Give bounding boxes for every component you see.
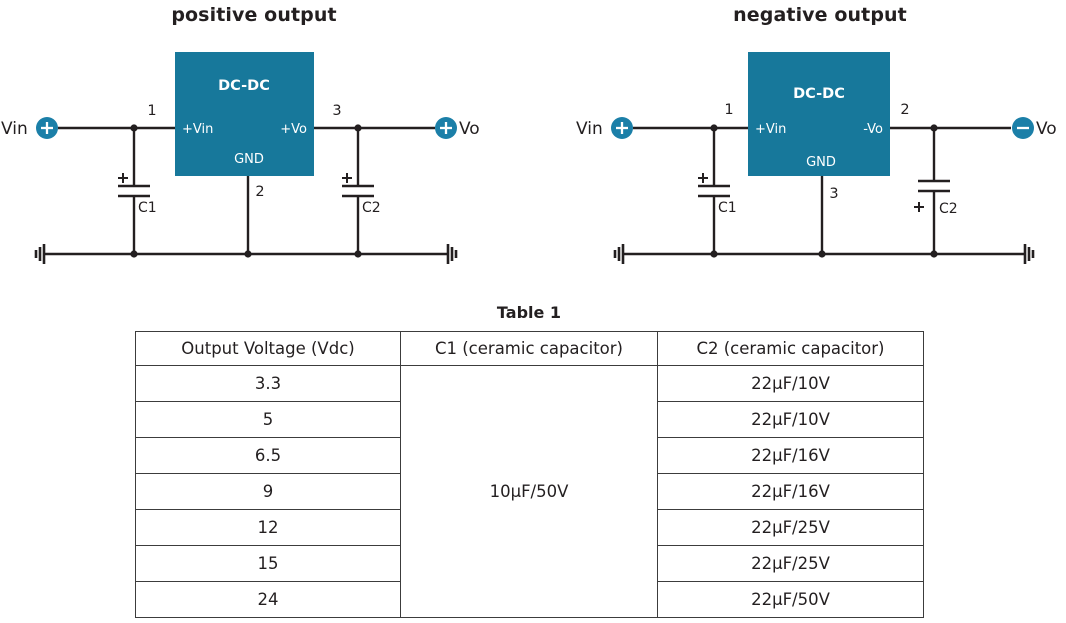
junction-gnd-c2 [930,250,938,258]
c2-label: C2 [362,200,381,216]
pin-label-vo: -Vo [863,122,883,137]
cell-c2-value: 22µF/10V [657,365,924,402]
table-title: Table 1 [496,303,562,322]
vo-label: Vo [459,119,480,139]
table-row: 3.3 10µF/50V 22µF/10V [135,365,924,618]
pin-label-gnd: GND [234,152,264,167]
cell-c2-value: 22µF/16V [657,437,924,474]
pin-number-gnd: 3 [829,186,838,202]
cell-output-voltage: 9 [135,473,401,510]
junction-gnd-block [244,250,252,258]
dcdc-block-title: DC-DC [218,78,270,94]
pin-number-input: 1 [147,103,156,119]
col-header-output-voltage: Output Voltage (Vdc) [135,331,401,366]
vo-label: Vo [1036,119,1057,139]
spec-table-container: Table 1 Output Voltage (Vdc) C1 (ceramic… [135,303,924,618]
table-row: 6.5 22µF/16V [135,437,924,474]
c1-label: C1 [718,200,737,216]
junction-gnd-c2 [354,250,362,258]
col-header-c1: C1 (ceramic capacitor) [400,331,658,366]
cell-output-voltage: 6.5 [135,437,401,474]
table-row: 9 22µF/16V [135,473,924,510]
dcdc-block-positive [175,52,314,176]
cell-c2-value: 22µF/25V [657,509,924,546]
cell-c2-value: 22µF/10V [657,401,924,438]
junction-gnd-c1 [130,250,138,258]
cell-c2-value: 22µF/25V [657,545,924,582]
cell-c2-value: 22µF/50V [657,581,924,618]
table-row: 24 22µF/50V [135,581,924,618]
pin-number-gnd: 2 [255,184,264,200]
junction-gnd-c1 [710,250,718,258]
dcdc-block-negative [748,52,890,176]
negative-circuit-title: negative output [733,4,907,26]
c2-label: C2 [939,201,958,217]
ground-symbol-left [34,244,46,264]
circuit-diagrams-area: positive output negative output Vin DC-D… [0,0,1066,290]
junction-gnd-block [818,250,826,258]
ground-symbol-right [446,244,458,264]
pin-label-vo: +Vo [280,122,307,137]
table-row: 15 22µF/25V [135,545,924,582]
positive-output-schematic: Vin DC-DC +Vin +Vo GND 1 2 3 Vo [1,52,480,264]
cell-c2-value: 22µF/16V [657,473,924,510]
pin-label-vin: +Vin [182,122,213,137]
capacitor-spec-table: Output Voltage (Vdc) C1 (ceramic capacit… [135,331,924,618]
cell-output-voltage: 5 [135,401,401,438]
col-header-c2: C2 (ceramic capacitor) [657,331,924,366]
pin-number-output: 2 [900,102,909,118]
positive-circuit-title: positive output [171,4,337,26]
table-header-row: Output Voltage (Vdc) C1 (ceramic capacit… [135,331,924,366]
negative-output-schematic: Vin DC-DC +Vin -Vo GND 1 2 3 Vo [576,52,1057,264]
cell-output-voltage: 15 [135,545,401,582]
pin-number-input: 1 [724,102,733,118]
ground-symbol-right [1023,244,1035,264]
ground-symbol-left [613,244,625,264]
pin-label-vin: +Vin [755,122,786,137]
cell-output-voltage: 24 [135,581,401,618]
pin-number-output: 3 [332,103,341,119]
cell-c1-value: 10µF/50V [400,365,658,618]
dcdc-block-title: DC-DC [793,86,845,102]
pin-label-gnd: GND [806,155,836,170]
vin-label: Vin [1,119,28,139]
cell-output-voltage: 12 [135,509,401,546]
table-row: 12 22µF/25V [135,509,924,546]
vin-label: Vin [576,119,603,139]
cell-output-voltage: 3.3 [135,365,401,402]
c1-label: C1 [138,200,157,216]
